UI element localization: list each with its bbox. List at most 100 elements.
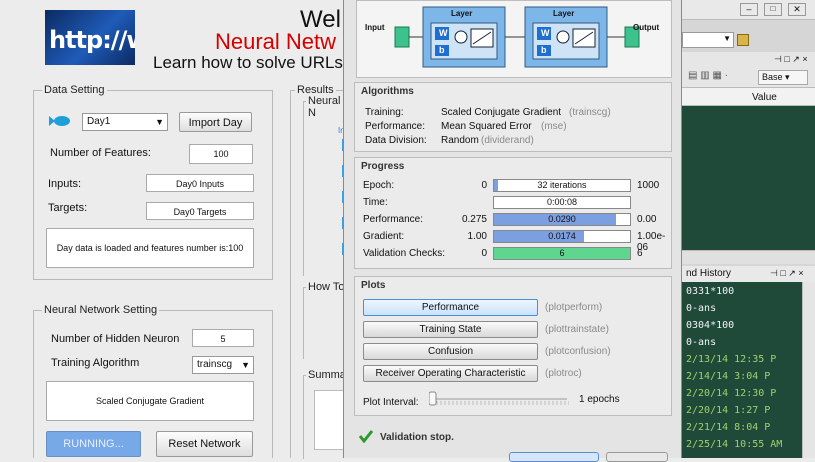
data-setting-panel: Data Setting Day1▼ Import Day Number of … [33,84,273,280]
plots-title: Plots [361,280,386,291]
history-entry[interactable]: 2/20/14 1:27 P [686,405,771,416]
training-row-label: Training: [365,107,404,118]
validation-checks-progress-bar: 6 [493,247,631,260]
plotconfusion-label: (plotconfusion) [545,346,611,357]
dropdown-arrow-icon: ▼ [155,117,164,127]
gradient-end: 1.00e-06 [637,231,666,253]
algorithms-title: Algorithms [361,86,414,97]
panel-controls-icon[interactable]: ⊣ □ ↗ × [774,54,808,64]
epoch-label: Epoch: [363,180,395,191]
features-label: Number of Features: [50,147,151,159]
performance-bar-fill [494,214,617,225]
performance-label: Performance: [363,214,424,225]
weight-label: W [439,28,448,38]
data-setting-legend: Data Setting [42,84,107,96]
fish-icon [49,115,71,127]
confusion-button[interactable]: Confusion [363,343,538,360]
app-subtitle: Learn how to solve URLs [153,53,343,72]
targets-field[interactable]: Day0 Targets [146,202,254,220]
history-entry[interactable]: 2/21/14 8:04 P [686,422,771,433]
path-select[interactable]: ▼ [682,32,734,48]
weight-label: W [541,28,550,38]
history-entry[interactable]: 0304*100 [686,320,735,331]
division-row-label: Data Division: [365,135,427,146]
command-history-pane: 0331*100 0-ans 0304*100 0-ans 2/13/14 12:35 … [682,282,802,458]
history-entry[interactable]: 2/20/14 12:30 P [686,388,777,399]
app-title: Neural Netw [215,29,337,54]
nn-training-dialog: Input Layer Layer Output W b W b Algorit… [343,0,682,462]
value-column-header: Value [752,92,777,103]
day-select[interactable]: Day1▼ [82,113,168,131]
time-label: Time: [363,197,388,208]
workspace-toolbar: ⊣ □ ↗ × ▤ ▥ ▦ · Base ▾ [682,52,815,88]
in-label: In [338,126,345,135]
training-algorithm-select[interactable]: trainscg▼ [192,356,254,374]
running-button[interactable]: RUNNING... [46,431,141,457]
history-header: nd History ⊣ □ ↗ × [682,266,815,282]
history-entry[interactable]: 2/14/14 3:04 P [686,371,771,382]
plottrainstate-label: (plottrainstate) [545,324,609,335]
validation-checks-end: 6 [637,248,643,259]
validation-checks-bar-text: 6 [559,248,565,258]
hidden-neuron-field[interactable]: 5 [192,329,254,347]
progress-title: Progress [361,161,405,172]
inputs-field[interactable]: Day0 Inputs [146,174,254,192]
dialog-close-button[interactable] [606,452,668,462]
performance-progress-bar: 0.0290 [493,213,631,226]
inputs-label: Inputs: [48,178,82,190]
history-scrollbar[interactable] [802,282,815,458]
performance-end: 0.00 [637,214,657,225]
base-select[interactable]: Base ▾ [758,70,808,85]
minimize-icon[interactable]: – [740,3,758,16]
performance-plot-button[interactable]: Performance [363,299,538,316]
how-to-legend: How To [306,281,347,293]
plots-panel: Plots Performance (plotperform) Training… [354,276,672,416]
matlab-desktop: – □ ✕ ▼ ⊣ □ ↗ × ▤ ▥ ▦ · Base ▾ Value nd … [682,0,815,458]
epoch-progress-bar: 32 iterations [493,179,631,192]
training-algorithm-label: Training Algorithm [51,357,140,369]
url-logo-image: http://w [45,10,135,65]
training-status: Validation stop. [380,432,454,443]
validation-checks-start: 0 [481,248,487,259]
data-status-message: Day data is loaded and features number i… [46,228,254,268]
reset-network-button[interactable]: Reset Network [156,431,253,457]
horizontal-scrollbar[interactable] [682,250,815,264]
layer1-label: Layer [451,9,473,18]
history-entry[interactable]: 2/25/14 10:55 AM [686,439,783,450]
plotperform-label: (plotperform) [545,302,603,313]
maximize-icon[interactable]: □ [764,3,782,16]
plot-interval-value: 1 epochs [579,394,620,405]
features-field[interactable]: 100 [189,144,253,164]
performance-bar-text: 0.0290 [548,214,576,224]
history-entry[interactable]: 0331*100 [686,286,735,297]
roc-button[interactable]: Receiver Operating Characteristic [363,365,538,382]
workspace-tools-icon[interactable]: ▤ ▥ ▦ · [688,70,729,81]
import-day-button[interactable]: Import Day [179,112,252,132]
history-entry[interactable]: 0-ans [686,303,717,314]
hidden-neuron-label: Number of Hidden Neuron [51,333,180,345]
targets-label: Targets: [48,202,88,214]
time-bar-text: 0:00:08 [546,197,578,207]
title-bar: – □ ✕ [682,0,815,20]
plot-interval-slider[interactable] [428,390,570,408]
bias-label: b [439,45,445,55]
welcome-title: Wel [300,6,341,33]
history-title: nd History [686,268,732,279]
validation-checks-bar-fill [494,248,630,259]
training-state-button[interactable]: Training State [363,321,538,338]
plotroc-label: (plotroc) [545,368,582,379]
folder-icon[interactable] [737,34,749,46]
division-row-fn: (dividerand) [481,135,534,146]
how-to-subpanel: How To [303,281,353,359]
close-icon[interactable]: ✕ [788,3,806,16]
main-app-window: http://w Wel Neural Netw Learn how to so… [0,0,358,459]
dialog-action-button[interactable] [509,452,599,462]
nn-setting-legend: Neural Network Setting [42,304,160,316]
history-entry[interactable]: 2/13/14 12:35 P [686,354,777,365]
gradient-start: 1.00 [467,231,487,242]
gradient-bar-text: 0.0174 [548,231,576,241]
panel-controls-icon[interactable]: ⊣ □ ↗ × [770,268,804,278]
epoch-end: 1000 [637,180,660,191]
history-entry[interactable]: 0-ans [686,337,717,348]
